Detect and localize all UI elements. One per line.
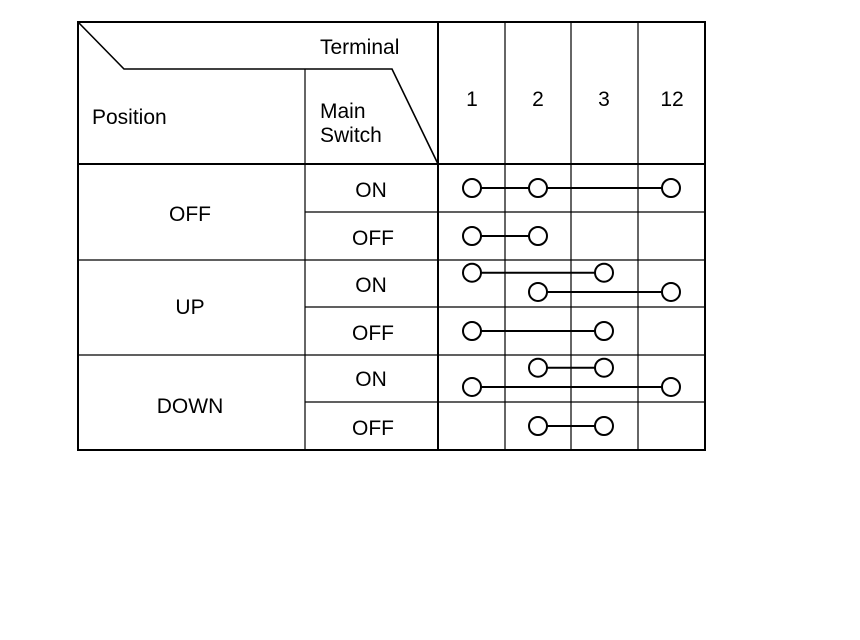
terminal-node-2	[528, 357, 548, 378]
main-switch-header-line2: Switch	[320, 124, 382, 147]
switch-label: ON	[355, 368, 387, 391]
terminal-header: Terminal	[320, 36, 399, 59]
terminal-node-2	[528, 281, 548, 302]
switch-label: OFF	[352, 322, 394, 345]
switch-label: ON	[355, 179, 387, 202]
terminal-node-2	[528, 226, 548, 246]
continuity-connections	[462, 178, 681, 436]
position-label-up: UP	[175, 296, 204, 319]
terminal-node-1	[462, 226, 482, 246]
terminal-node-3	[594, 321, 614, 341]
switch-label: ON	[355, 274, 387, 297]
terminal-node-1	[462, 262, 482, 283]
position-label-down: DOWN	[157, 395, 224, 418]
main-switch-header-line1: Main	[320, 100, 366, 123]
terminal-node-12	[661, 281, 681, 302]
switch-label: OFF	[352, 227, 394, 250]
terminal-node-12	[661, 376, 681, 397]
terminal-node-3	[594, 416, 614, 436]
terminal-node-2	[528, 178, 548, 198]
position-label-off: OFF	[169, 203, 211, 226]
terminal-node-12	[661, 178, 681, 198]
terminal-node-1	[462, 321, 482, 341]
terminal-label-2: 2	[532, 88, 544, 111]
terminal-node-3	[594, 262, 614, 283]
switch-label: OFF	[352, 417, 394, 440]
position-header: Position	[92, 106, 167, 129]
table-border	[77, 21, 706, 451]
terminal-node-1	[462, 178, 482, 198]
terminal-node-1	[462, 376, 482, 397]
terminal-label-3: 3	[598, 88, 610, 111]
terminal-label-12: 12	[660, 88, 683, 111]
terminal-node-2	[528, 416, 548, 436]
header-diagonal	[77, 21, 439, 165]
terminal-label-1: 1	[466, 88, 478, 111]
terminal-node-3	[594, 357, 614, 378]
